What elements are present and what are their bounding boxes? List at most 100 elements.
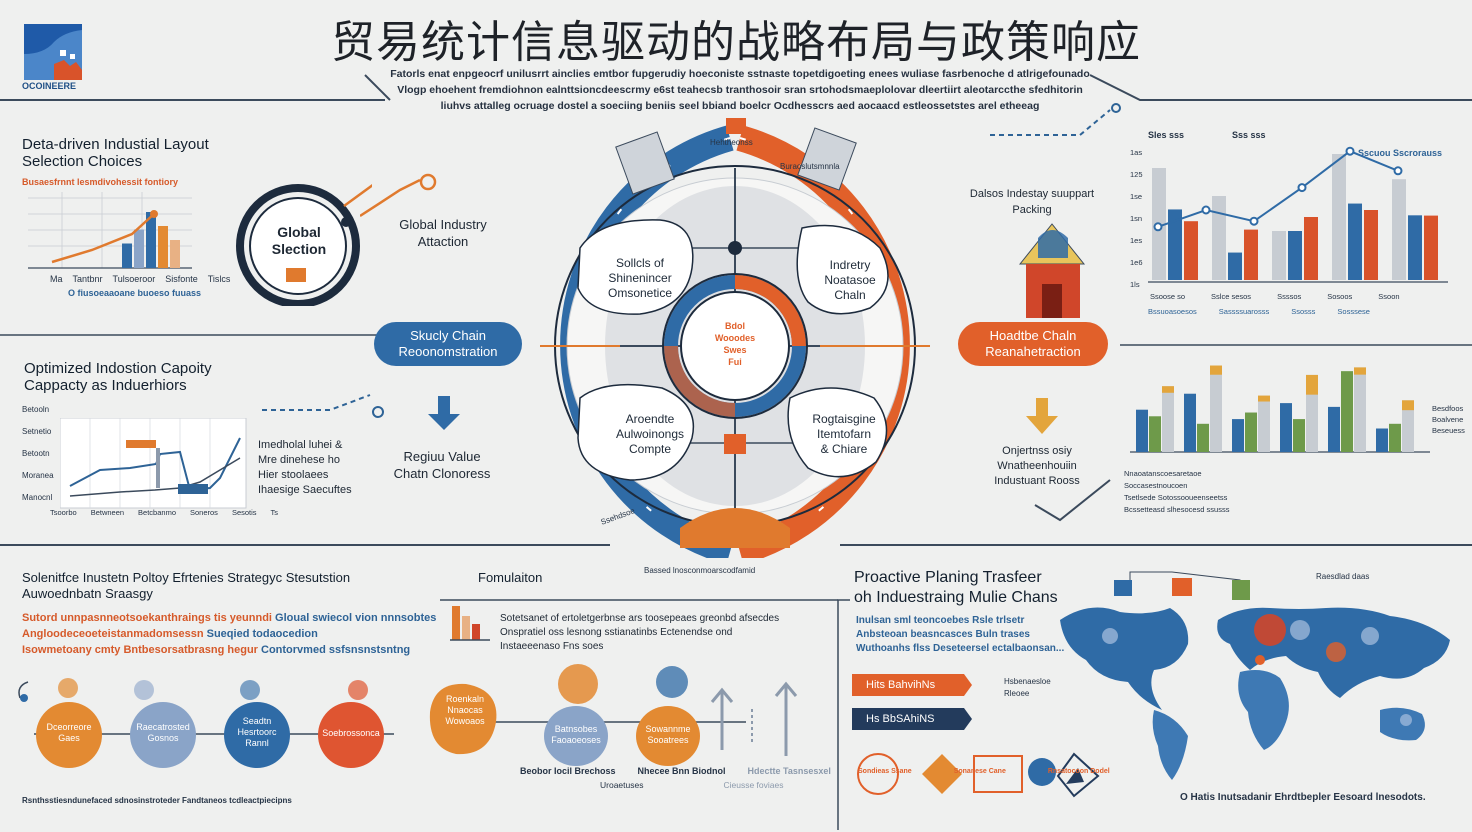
flow-sublabel: Uroaetuses: [600, 780, 644, 790]
bottom-left-text: Sutord unnpasnneotsoekanthraings tis yeu…: [22, 610, 436, 658]
axis-label: Manocnl: [22, 493, 53, 502]
circle-line: Rannl: [245, 738, 269, 748]
right-mid-bar-chart: [1130, 365, 1430, 453]
red-text: Isowmetoany cmty Bntbesorsatbrasng hegur: [22, 644, 258, 656]
right-support-label: Dalsos Indestay suuppart Packing: [962, 186, 1102, 218]
label-line: Chatn Clonoress: [393, 466, 491, 481]
bar: [1408, 215, 1422, 280]
line-point: [1393, 166, 1403, 176]
axis-label: Ssoose so: [1150, 292, 1186, 301]
node-line: Indretry: [829, 258, 871, 272]
node-line: Sowannme: [645, 724, 691, 734]
node-bottom-right: Rogtaisgine Itemtofarn & Chiare: [796, 412, 892, 457]
axis-label: Betootn: [22, 449, 50, 458]
global-attraction-label: Global Industry Attaction: [380, 216, 506, 250]
side-label: Boalvene: [1432, 415, 1464, 424]
axis-label: Setnetio: [22, 427, 52, 436]
axis-label: 1sn: [1130, 214, 1143, 223]
label-line: Wnatheenhouiin: [997, 460, 1077, 472]
circle-line: Gosnos: [147, 733, 179, 743]
bar: [1402, 400, 1414, 452]
icon-label: Sonanese Cane: [953, 768, 1006, 775]
axis-label: Betooln: [22, 405, 50, 414]
bottom-left-title: Solenitfce Inustetn Poltoy Efrtenies Str…: [22, 570, 350, 602]
intro-line: Vlogp ehoehent fremdiohnon ealnttsioncde…: [397, 84, 1083, 96]
node-line: Rogtaisgine: [812, 412, 876, 426]
node-line: Roenkaln: [445, 694, 485, 704]
core-line: Bdol: [725, 321, 745, 331]
core-line: Fui: [728, 357, 742, 367]
left-mid-title-line: Optimized Indostion Capoity: [24, 360, 212, 377]
bottom-left-circles: Dceorreore Gaes Raecatrosted Gosnos Sead…: [36, 702, 384, 768]
core-line: Swes: [723, 345, 747, 355]
intro-text: Fatorls enat enpgeocrf unilusrrt ainclie…: [380, 66, 1100, 114]
left-top-caption: Busaesfrnnt lesmdivohessit fontiory: [22, 177, 179, 187]
right-top-legend-2: Sss sss: [1232, 130, 1266, 140]
axis-label: Ts: [270, 508, 279, 517]
left-mid-step-chart: [60, 418, 247, 509]
label-line: Attaction: [417, 234, 469, 249]
global-selection-circle: [236, 183, 372, 306]
regional-value-label: Regiuu Value Chatn Clonoress: [380, 448, 504, 482]
banner-orange-tip: [964, 674, 972, 696]
bar: [1162, 386, 1174, 393]
banner-orange: Hits BahvihNs: [852, 674, 964, 696]
line-point: [1249, 216, 1259, 226]
line-point: [1297, 183, 1307, 193]
bar: [1348, 203, 1362, 280]
title-line: Auwoednbatn Sraasgy: [22, 586, 153, 601]
flow-node-3: Sowannme Sooatrees: [636, 706, 700, 766]
left-top-title-line: Deta-driven Industial Layout: [22, 136, 209, 153]
pill-line: Hoadtbe Chaln: [989, 328, 1077, 343]
bar: [1228, 252, 1242, 280]
axis-label: Sosoos: [1327, 292, 1353, 301]
title-line: Proactive Planing Trasfeer: [854, 569, 1042, 586]
circle-line: Seadtn: [242, 716, 272, 726]
right-top-x-labels: Ssoose so Sslce sesos Ssssos Sosoos Ssoo…: [1150, 292, 1400, 301]
orange-arrow-connector: [360, 173, 437, 218]
circle-label-line: Global: [277, 224, 321, 240]
bar: [1288, 231, 1302, 280]
bottom-mid-title: Fomulaiton: [478, 570, 543, 585]
circle-line: Dceorreore: [46, 722, 92, 732]
bar: [1184, 221, 1198, 280]
node-top-right: Indretry Noatasoe Chaln: [808, 258, 892, 303]
red-text: Sutord unnpasnneotsoekanthraings tis yeu…: [22, 612, 272, 624]
label-line: Global Industry: [399, 217, 487, 232]
flow-node-1: Roenkaln Nnaocas Wowoaos: [430, 694, 500, 727]
axis-label: 1ls: [1130, 280, 1140, 289]
axis-label: Sslce sesos: [1211, 292, 1252, 301]
left-top-bar-chart: [28, 192, 192, 269]
bar: [1424, 215, 1438, 280]
bar: [1389, 423, 1401, 452]
bar: [1258, 395, 1270, 402]
pill-line: Reanahetraction: [985, 344, 1081, 359]
bar: [1354, 367, 1366, 452]
legend-line: Nnaoatanscoesaretaoe: [1124, 469, 1202, 478]
flow-label: Nhecee Bnn Biodnol: [637, 766, 726, 776]
bar: [1210, 365, 1222, 375]
bar: [1149, 416, 1161, 452]
process-circle-1: Dceorreore Gaes: [36, 702, 102, 768]
text-line: Sotetsanet of ertoletgerbnse ars toosepe…: [500, 613, 780, 624]
global-selection-label: Global Slection: [256, 224, 342, 258]
house-icon: [1018, 223, 1086, 318]
side-label: Beseuess: [1432, 426, 1465, 435]
bar: [1402, 400, 1414, 411]
axis-label: Tsoorbo: [50, 508, 77, 517]
bar: [1328, 406, 1340, 452]
label-line: Industuant Rooss: [994, 475, 1080, 487]
blue-text: Gloual swiecol vion nnnsobtes: [275, 612, 437, 624]
left-mid-y-labels: Betooln Setnetio Betootn Moranea Manocnl: [22, 405, 54, 502]
right-top-y-labels: 1as 125 1se 1sn 1es 1e6 1ls: [1130, 148, 1143, 289]
pill-line: Skucly Chain: [410, 328, 486, 343]
industry-chain-pill: Hoadtbe Chaln Reanahetraction: [958, 322, 1108, 366]
right-mid-legend: Nnaoatanscoesaretaoe Soccasestnoucoen Ts…: [1124, 468, 1229, 516]
bar: [1332, 154, 1346, 280]
bar-chart-icon: [450, 606, 490, 641]
bar: [1168, 209, 1182, 280]
bar: [1341, 371, 1353, 452]
label-line: Regiuu Value: [403, 449, 481, 464]
axis-label: Betcbanmo: [138, 508, 176, 517]
node-line: Itemtofarn: [816, 427, 872, 441]
